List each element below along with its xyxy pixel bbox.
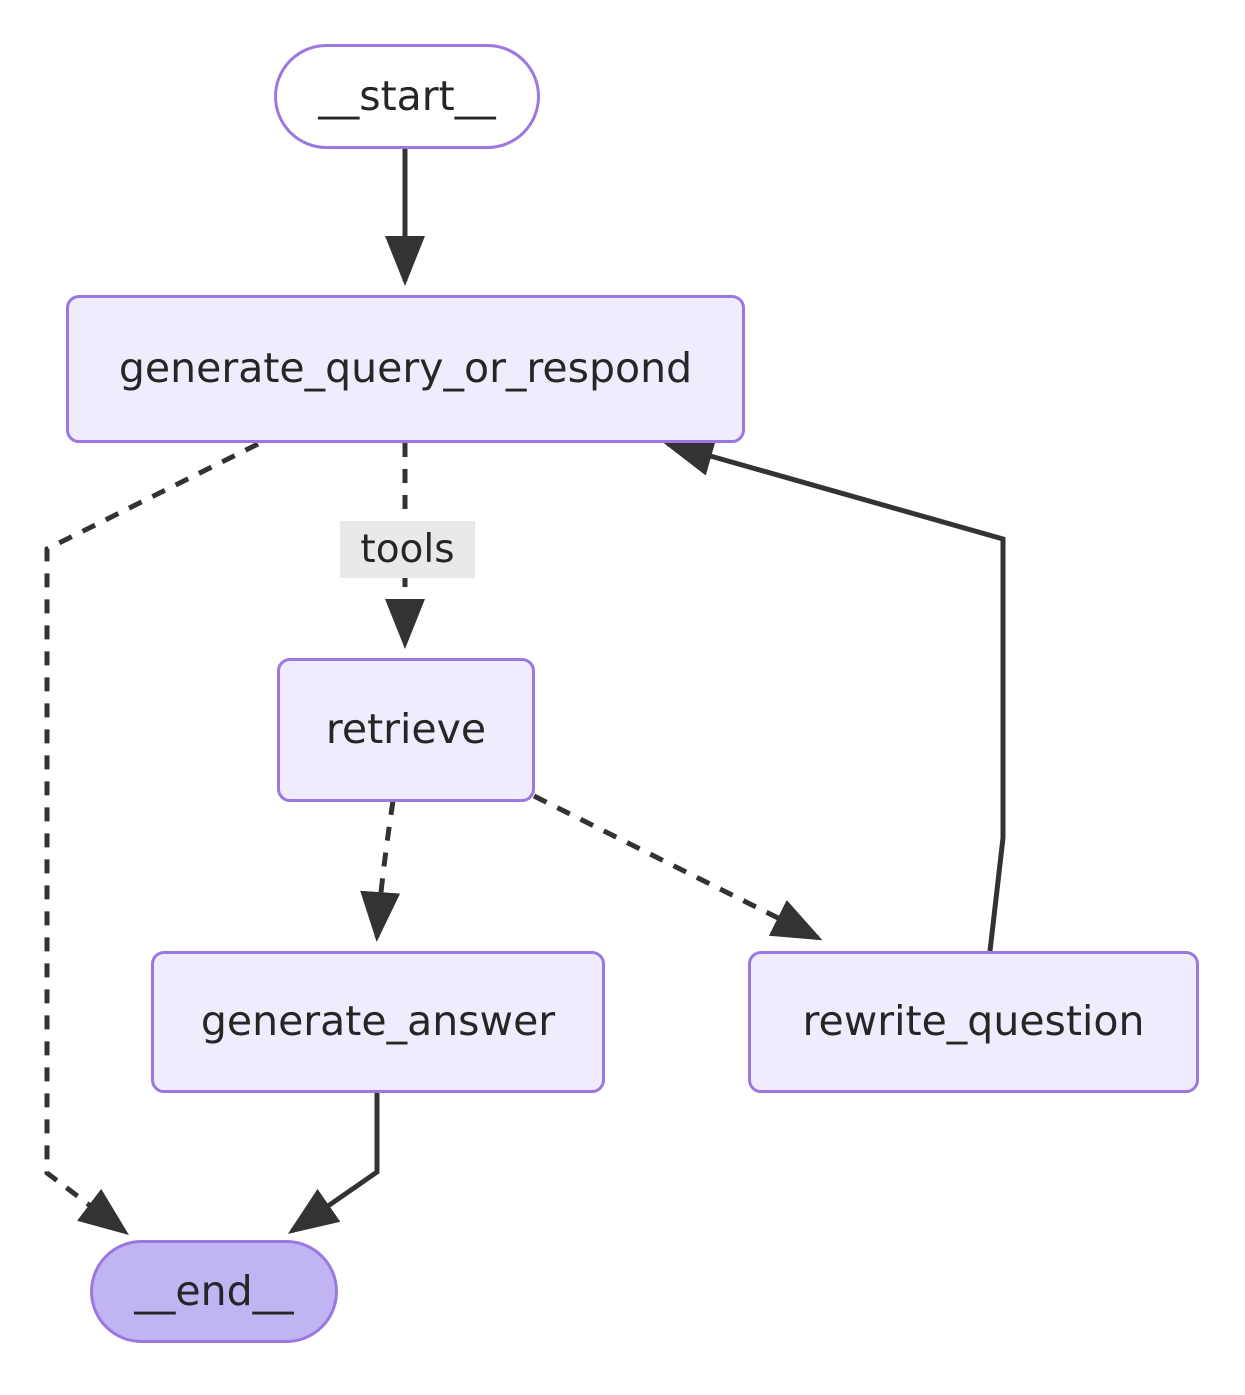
node-generate-query-or-respond-label: generate_query_or_respond xyxy=(118,344,693,393)
node-rewrite-question-label: rewrite_question xyxy=(802,997,1145,1046)
node-rewrite-question[interactable]: rewrite_question xyxy=(748,951,1199,1093)
edge-generate-query-or-respond-to-end xyxy=(44,441,260,1236)
edge-rewrite-question-to-generate-query-or-respond xyxy=(663,437,1006,952)
edge-label-tools-text: tools xyxy=(360,527,455,572)
node-retrieve-label: retrieve xyxy=(325,705,487,754)
node-generate-query-or-respond[interactable]: generate_query_or_respond xyxy=(66,295,745,443)
node-start-label: __start__ xyxy=(318,71,496,120)
edge-generate-answer-to-end xyxy=(287,1093,380,1234)
node-start[interactable]: __start__ xyxy=(274,44,540,149)
node-end[interactable]: __end__ xyxy=(90,1240,338,1343)
edge-retrieve-to-generate-answer xyxy=(360,800,401,942)
edge-label-tools: tools xyxy=(340,521,475,578)
edge-retrieve-to-rewrite-question xyxy=(532,793,823,941)
node-end-label: __end__ xyxy=(134,1266,294,1315)
node-generate-answer-label: generate_answer xyxy=(200,997,556,1046)
node-retrieve[interactable]: retrieve xyxy=(277,658,535,802)
node-generate-answer[interactable]: generate_answer xyxy=(151,951,605,1093)
